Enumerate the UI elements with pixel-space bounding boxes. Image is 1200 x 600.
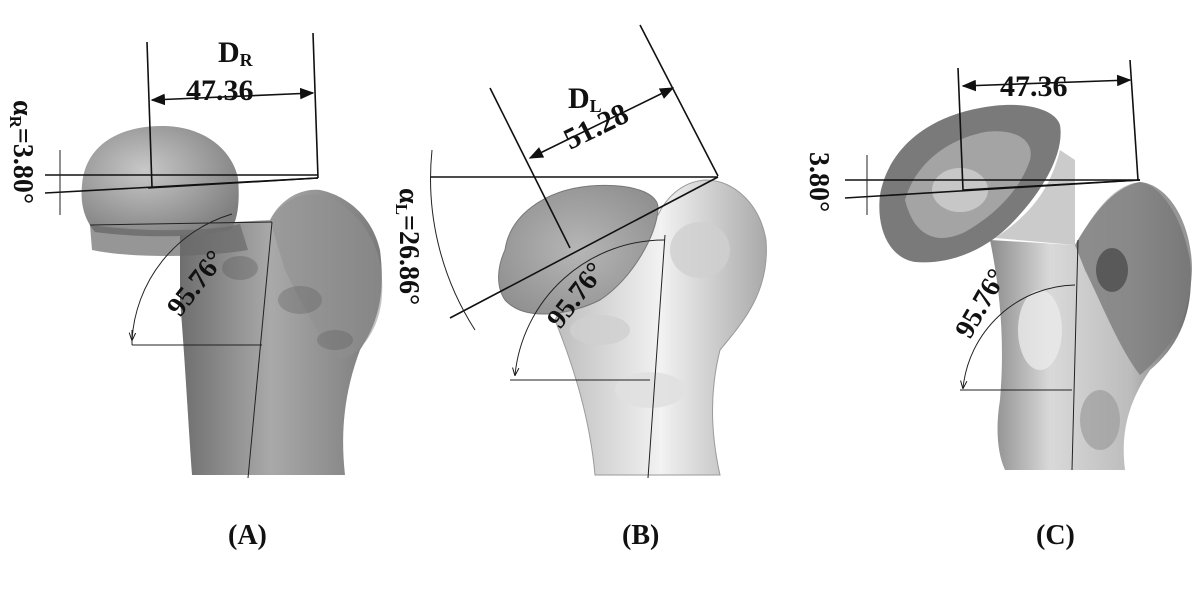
svg-text:DL: DL xyxy=(568,82,602,116)
panel-a-distance-value: 47.36 xyxy=(186,74,254,107)
panel-b-distance-subscript: L xyxy=(590,96,602,116)
panel-b-angle-subscript: L xyxy=(392,204,411,215)
panel-a-distance-subscript: R xyxy=(240,50,254,70)
panel-b-distance-symbol: D xyxy=(568,82,590,115)
panel-b: DL 51.28 αL=26.86° 95.76° (B) xyxy=(392,24,767,551)
panel-c-label: (C) xyxy=(1036,520,1075,551)
svg-text:αR=3.80°: αR=3.80° xyxy=(6,100,38,204)
panel-a: DR 47.36 αR=3.80° 95.76° (A) xyxy=(6,32,383,551)
panel-b-angle-symbol: α xyxy=(393,188,424,204)
panel-a-angle-value: =3.80° xyxy=(7,128,38,204)
panel-c-distance-value: 47.36 xyxy=(1000,70,1068,103)
panel-b-angle-value: =26.86° xyxy=(393,215,424,305)
panel-c-angle-value: 3.80° xyxy=(803,152,834,212)
panel-a-humeral-head xyxy=(81,125,239,237)
panel-c: 47.36 3.80° 95.76° (C) xyxy=(803,59,1192,551)
panel-b-label: (B) xyxy=(622,520,659,551)
panel-a-angle-symbol: α xyxy=(7,100,38,116)
panel-a-distance-symbol: D xyxy=(218,36,240,69)
svg-text:DR: DR xyxy=(218,36,254,70)
panel-a-greater-tubercle xyxy=(270,194,383,360)
panel-a-angle-subscript: R xyxy=(6,116,25,129)
panel-a-label: (A) xyxy=(228,520,267,551)
svg-text:αL=26.86°: αL=26.86° xyxy=(392,188,424,305)
